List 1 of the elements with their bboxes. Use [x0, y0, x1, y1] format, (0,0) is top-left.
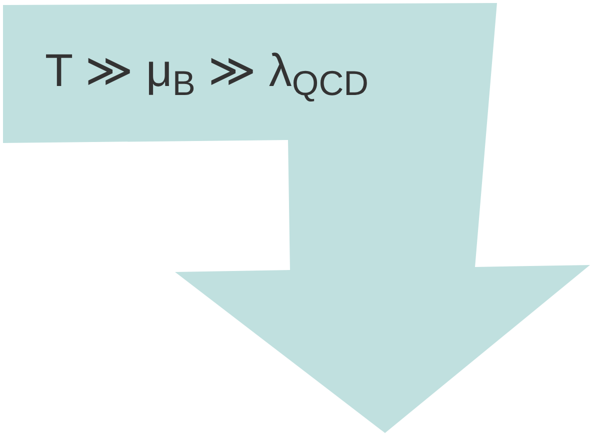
- formula-text: T ≫ μ$_{B}$ ≫ λ$_{QCD}$: [45, 43, 369, 100]
